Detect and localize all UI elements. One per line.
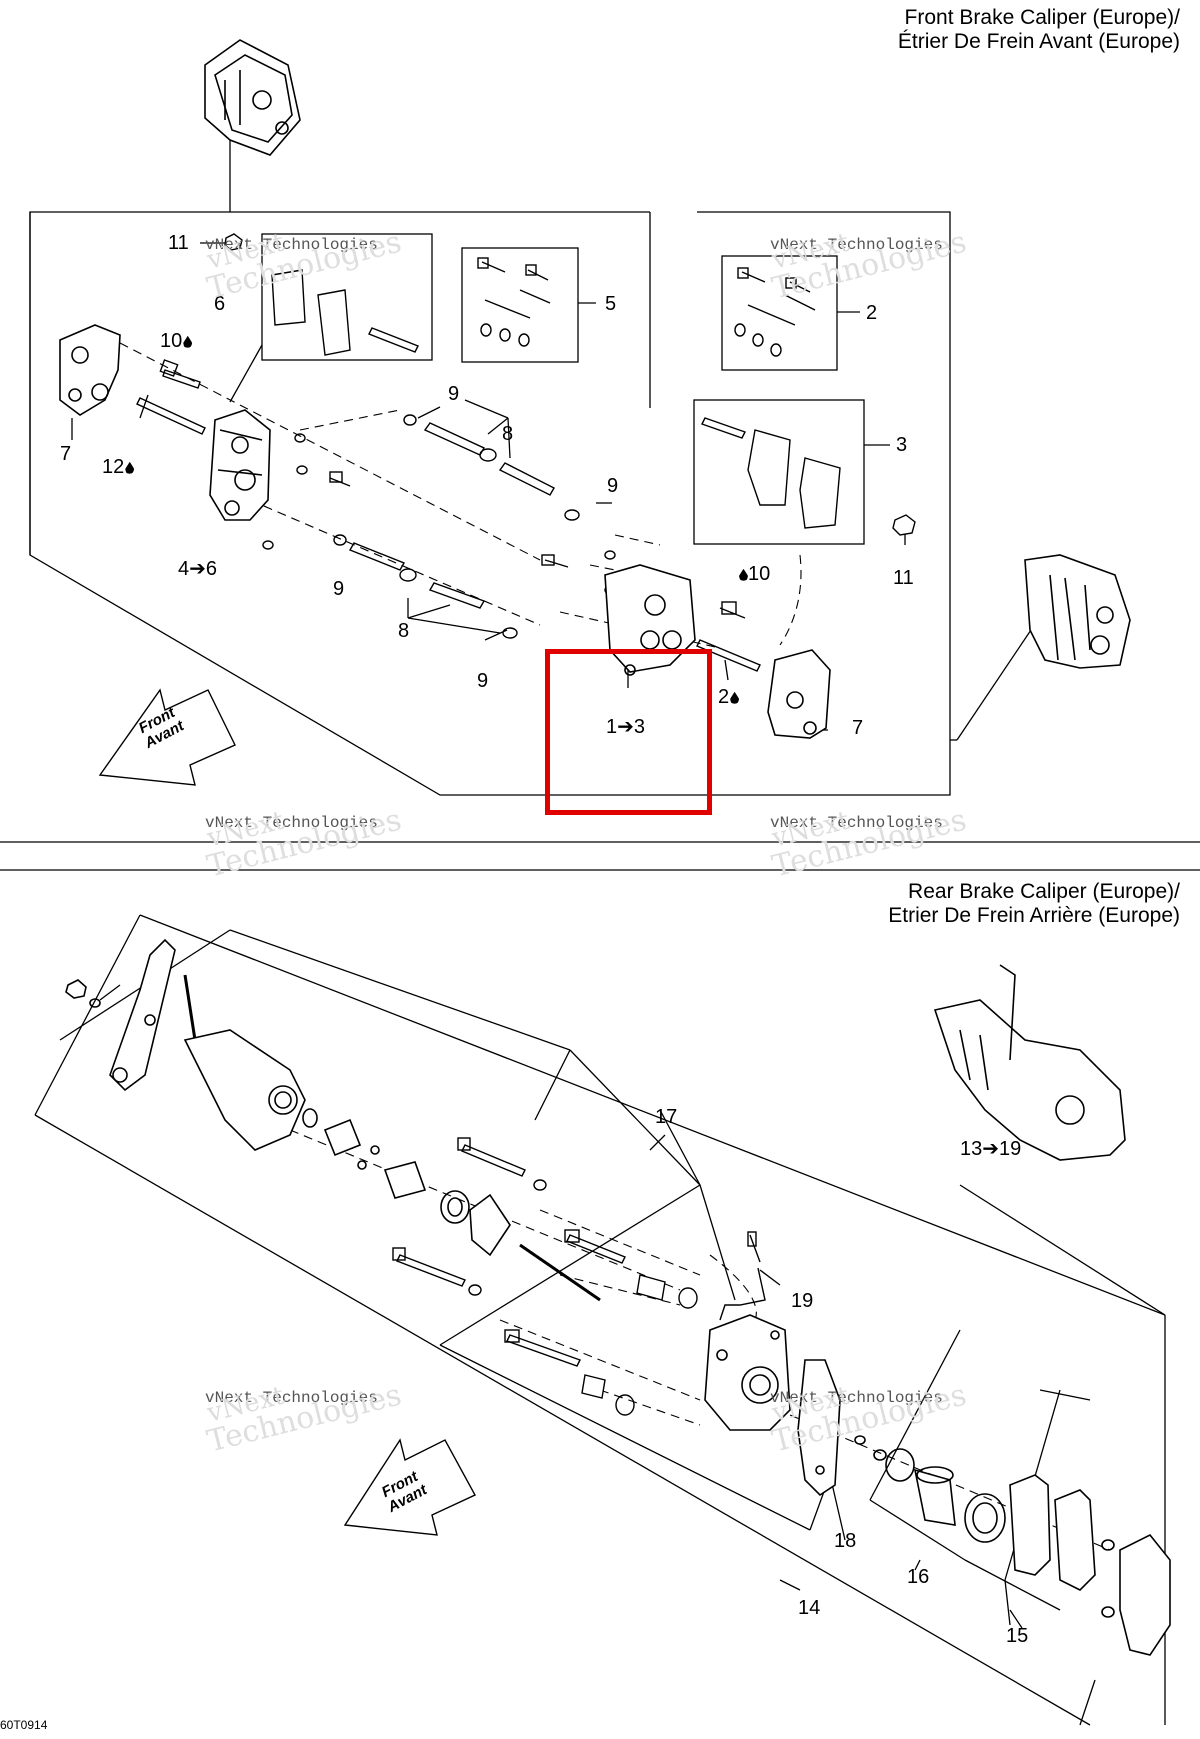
rear-master-cylinder (183, 1029, 511, 1257)
rear-title-line2: Etrier De Frein Arrière (Europe) (888, 904, 1180, 927)
nut-11-left (224, 233, 243, 251)
callout-4-6: 4➔6 (178, 558, 218, 580)
front-title-line1: Front Brake Caliper (Europe)/ (904, 6, 1180, 29)
front-caliper-assembled (1024, 554, 1131, 669)
callout-7-left: 7 (60, 443, 72, 465)
callout-9-a: 9 (448, 383, 460, 405)
front-caliper-body (209, 409, 271, 521)
fluid-drop-icon (125, 461, 135, 474)
front-title-line2: Étrier De Frein Avant (Europe) (897, 30, 1180, 53)
kit-box-3 (693, 399, 865, 545)
callout-16: 16 (907, 1566, 930, 1588)
kit-box-6 (261, 233, 433, 361)
kit-box-5 (461, 247, 579, 363)
callout-14: 14 (798, 1597, 821, 1619)
callout-2-right-text: 2 (718, 686, 730, 708)
callout-11-right: 11 (893, 567, 914, 589)
kit-box-2 (721, 255, 838, 371)
kit-2-parts (734, 267, 816, 357)
pins-front-left (136, 359, 206, 435)
callout-8-a: 8 (502, 423, 514, 445)
callout-5: 5 (605, 293, 617, 315)
callout-10-right: 10 (738, 563, 770, 585)
callout-7-right: 7 (852, 717, 864, 739)
callout-13-19: 13➔19 (960, 1138, 1022, 1160)
callout-19: 19 (791, 1290, 814, 1312)
bracket-7-right (767, 649, 831, 739)
front-direction-arrow (98, 688, 236, 786)
rear-pads-15 (1009, 1474, 1171, 1656)
highlight-box (545, 649, 712, 815)
callout-10-left: 10 (160, 330, 193, 352)
callout-9-b: 9 (607, 475, 619, 497)
front-caliper-thumbnail (204, 39, 301, 156)
callout-8-b: 8 (398, 620, 410, 642)
callout-11-left: 11 (168, 232, 189, 254)
rear-bracket-18 (797, 1359, 915, 1497)
callout-17: 17 (655, 1106, 678, 1128)
kit-6-pads (271, 269, 419, 356)
callout-12: 12 (102, 456, 135, 478)
callout-3: 3 (896, 434, 908, 456)
rear-brake-lever (65, 938, 197, 1092)
fluid-drop-icon (739, 568, 748, 581)
kit-3-pads (701, 417, 841, 529)
rear-sensor-19 (719, 1231, 766, 1321)
rear-section-title: Rear Brake Caliper (Europe)/ Etrier De F… (888, 880, 1180, 928)
callout-6: 6 (214, 293, 226, 315)
rear-caliper-body (704, 1314, 791, 1431)
callout-2-right: 2 (718, 686, 740, 708)
fluid-drop-icon (183, 335, 193, 348)
callout-1-3: 1➔3 (606, 716, 646, 738)
bracket-7-left (59, 324, 121, 416)
rear-piston-16 (913, 1466, 1006, 1543)
kit-5-parts (477, 257, 551, 347)
rear-direction-arrow (343, 1438, 476, 1536)
fluid-drop-icon (730, 691, 740, 704)
callout-10-right-text: 10 (748, 563, 771, 585)
callout-12-text: 12 (102, 456, 125, 478)
front-bolts (262, 414, 616, 639)
rear-title-line1: Rear Brake Caliper (Europe)/ (908, 880, 1180, 903)
nut-11-right (892, 514, 916, 536)
pin-10-right (696, 601, 761, 672)
figure-code: 60T0914 (0, 1718, 48, 1732)
rear-bolts (392, 1137, 698, 1416)
callout-10-left-text: 10 (160, 330, 183, 352)
callout-9-d: 9 (477, 670, 489, 692)
front-section-title: Front Brake Caliper (Europe)/ Étrier De … (898, 6, 1180, 54)
rear-caliper-assembled (933, 964, 1126, 1161)
callout-2-kit: 2 (866, 302, 878, 324)
callout-18: 18 (834, 1530, 857, 1552)
callout-9-c: 9 (333, 578, 345, 600)
callout-15: 15 (1006, 1625, 1029, 1647)
